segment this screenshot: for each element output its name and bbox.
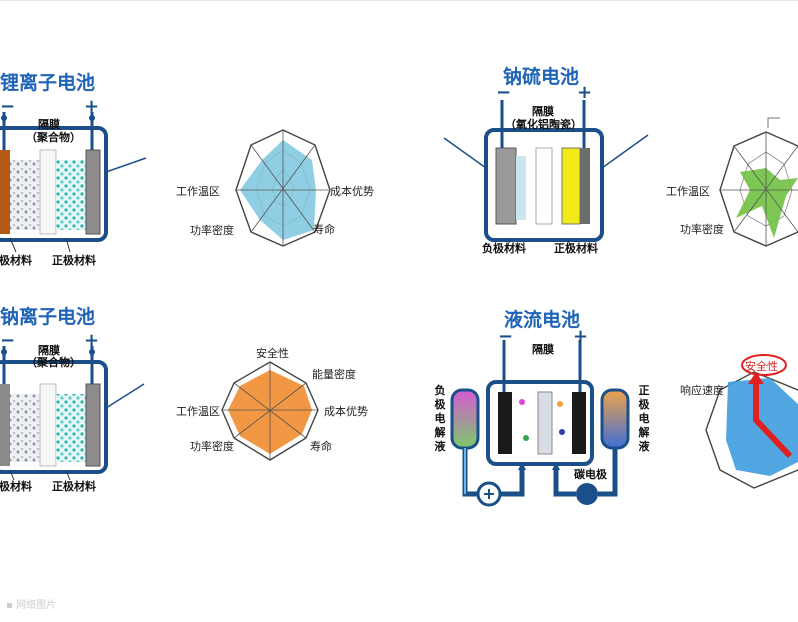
flow-pos-electrolyte-label: 正极电解液 (638, 384, 650, 453)
li-ion-title: 锂离子电池 (0, 72, 96, 94)
flow-radar-response-label: 响应速度 (680, 384, 724, 397)
svg-text:−: − (0, 330, 15, 351)
na-separator-label: 隔膜 (38, 344, 60, 357)
na-negative-label: 负极材料 (0, 480, 32, 493)
li-ion-cell-diagram: − + (0, 96, 147, 253)
svg-text:+: + (577, 82, 592, 103)
na-radar-safety-label: 安全性 (256, 347, 289, 360)
li-separator-sub-label: （聚合物） (26, 131, 81, 144)
li-radar-life-label: 寿命 (313, 223, 335, 236)
svg-text:+: + (573, 326, 588, 347)
flow-radar-safety-label: 安全性 (745, 360, 778, 373)
li-radar-temp-label: 工作温区 (176, 185, 220, 198)
na-radar-power-label: 功率密度 (190, 440, 234, 453)
flow-neg-electrolyte-label: 负极电解液 (434, 384, 446, 453)
na-radar-life-label: 寿命 (310, 440, 332, 453)
flow-radar-chart (705, 354, 798, 489)
flow-separator-label: 隔膜 (532, 343, 554, 356)
na-separator-sub-label: （聚合物） (26, 356, 81, 369)
flow-battery-diagram: − + (450, 326, 630, 507)
top-border (0, 0, 798, 1)
li-separator-label: 隔膜 (38, 118, 60, 131)
svg-text:+: + (84, 330, 99, 351)
na-positive-label: 正极材料 (52, 480, 96, 493)
na-radar-cost-label: 成本优势 (324, 405, 368, 418)
na-radar-chart (221, 361, 319, 461)
nas-radar-power-label: 功率密度 (680, 223, 724, 236)
nas-radar-chart (719, 117, 798, 247)
na-radar-temp-label: 工作温区 (176, 405, 220, 418)
li-negative-label: 负极材料 (0, 254, 32, 267)
svg-text:−: − (496, 82, 511, 103)
nas-radar-temp-label: 工作温区 (666, 185, 710, 198)
nas-negative-label: 负极材料 (482, 242, 526, 255)
nas-separator-sub-label: （氧化铝陶瓷） (505, 118, 582, 131)
nas-separator-label: 隔膜 (532, 105, 554, 118)
watermark-footer: ▪ 网络图片 (6, 600, 56, 611)
li-radar-cost-label: 成本优势 (330, 185, 374, 198)
flow-carbon-electrode-label: 碳电极 (574, 468, 607, 481)
na-radar-energy-label: 能量密度 (312, 368, 356, 381)
na-ion-title: 钠离子电池 (0, 306, 96, 328)
li-radar-power-label: 功率密度 (190, 224, 234, 237)
flow-title: 液流电池 (504, 309, 581, 331)
svg-text:−: − (0, 96, 15, 117)
nas-title: 钠硫电池 (503, 66, 580, 88)
nas-cell-diagram: − + (443, 82, 649, 251)
svg-text:+: + (84, 96, 99, 117)
nas-positive-label: 正极材料 (554, 242, 598, 255)
svg-text:−: − (498, 326, 513, 347)
na-ion-cell-diagram: − + (0, 330, 145, 481)
li-radar-chart (235, 129, 331, 247)
li-positive-label: 正极材料 (52, 254, 96, 267)
